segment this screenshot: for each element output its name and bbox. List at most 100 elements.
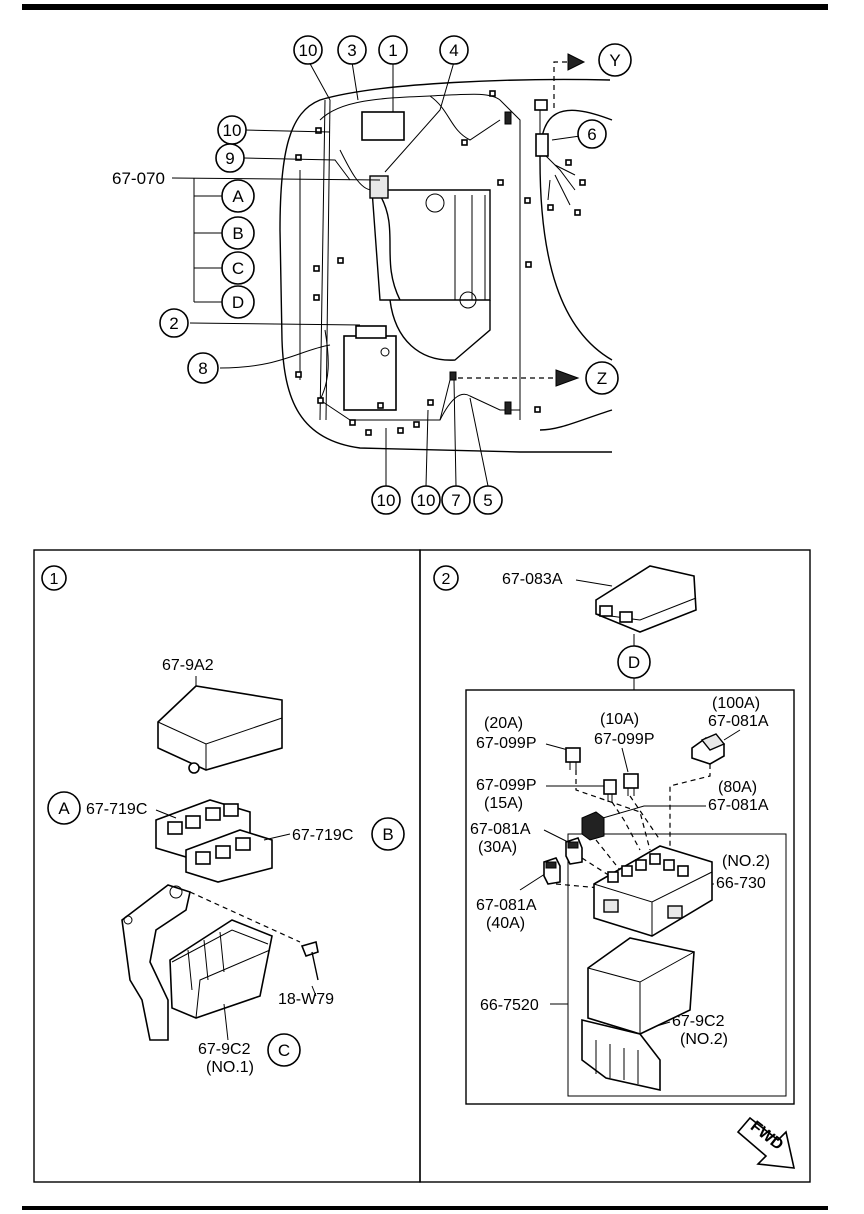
bracket-no2-part-label: 67-9C2 (672, 1013, 725, 1030)
svg-text:10: 10 (417, 491, 436, 510)
fuse-15a (603, 779, 617, 802)
svg-text:8: 8 (198, 359, 207, 378)
callout-5: 5 (473, 485, 503, 515)
fuse-30a-rating: (30A) (478, 839, 517, 856)
svg-text:6: 6 (587, 125, 596, 144)
fuse-100a-rating: (100A) (712, 695, 760, 712)
cover-part-label: 67-9A2 (162, 657, 214, 674)
callout-2: 2 (159, 308, 189, 338)
detail-d-frame (465, 689, 795, 1105)
svg-text:C: C (278, 1041, 290, 1060)
fuse-40a-part-label: 67-081A (476, 897, 537, 914)
svg-text:3: 3 (347, 41, 356, 60)
relay-box-cover (157, 685, 283, 774)
arrow-label-z: Z (585, 361, 619, 395)
connector-letter-a: A (221, 179, 255, 213)
relay-block-a-part-label: 67-719C (86, 801, 147, 818)
engine-bay-illustration (279, 78, 613, 453)
letter-a-panel1: A (47, 791, 81, 825)
fuse-80a-rating: (80A) (718, 779, 757, 796)
fuse-20a (565, 747, 581, 770)
top-rule (22, 4, 828, 10)
svg-text:A: A (58, 799, 70, 818)
fuse-80a (581, 811, 605, 841)
callout-3: 3 (337, 35, 367, 65)
callout-7: 7 (441, 485, 471, 515)
detail-letter-d: D (617, 645, 651, 679)
fuse-30a-part-label: 67-081A (470, 821, 531, 838)
callout-8: 8 (187, 352, 219, 384)
callout-6: 6 (577, 119, 607, 149)
letter-c-panel1: C (267, 1033, 301, 1067)
svg-text:10: 10 (299, 41, 318, 60)
fuse-40a-rating: (40A) (486, 915, 525, 932)
main-fuse-box (593, 845, 713, 937)
svg-text:C: C (232, 259, 244, 278)
fuse-40a (543, 857, 561, 885)
fuse-10a-part-label: 67-099P (594, 731, 655, 748)
main-harness-part-number: 67-070 (112, 169, 165, 188)
callout-10-c: 10 (371, 485, 401, 515)
fuse-10a (623, 773, 639, 796)
fuse-15a-part-label: 67-099P (476, 777, 537, 794)
main-cover-part-label: 67-083A (502, 571, 563, 588)
callout-1: 1 (378, 35, 408, 65)
svg-text:B: B (232, 224, 243, 243)
fuse-10a-rating: (10A) (600, 711, 639, 728)
fuse-100a-part-label: 67-081A (708, 713, 769, 730)
bottom-rule (22, 1206, 828, 1210)
svg-text:A: A (232, 187, 244, 206)
svg-text:D: D (232, 293, 244, 312)
bolt (300, 940, 319, 981)
relay-box-bracket-no2 (581, 937, 695, 1091)
assembly-inner-frame (567, 833, 787, 1097)
bracket-no1-note: (NO.1) (206, 1059, 254, 1076)
connector-letter-c: C (221, 251, 255, 285)
callout-4: 4 (439, 35, 469, 65)
svg-text:10: 10 (223, 121, 242, 140)
svg-text:B: B (382, 825, 393, 844)
svg-text:5: 5 (483, 491, 492, 510)
svg-text:10: 10 (377, 491, 396, 510)
svg-text:1: 1 (388, 41, 397, 60)
fuse-20a-part-label: 67-099P (476, 735, 537, 752)
callout-9: 9 (215, 143, 245, 173)
fuse-15a-rating: (15A) (484, 795, 523, 812)
fuse-80a-part-label: 67-081A (708, 797, 769, 814)
panel-2-frame (419, 549, 811, 1183)
main-box-part-label: 66-730 (716, 875, 766, 892)
relay-block-b (185, 829, 273, 883)
fuse-100a (691, 733, 726, 765)
callout-10-a: 10 (293, 35, 323, 65)
top-leader-lines (171, 53, 586, 487)
letter-b-panel1: B (371, 817, 405, 851)
connector-letter-d: D (221, 285, 255, 319)
callout-10-d: 10 (411, 485, 441, 515)
bolt-part-label: 18-W79 (278, 991, 334, 1008)
svg-text:2: 2 (442, 571, 451, 588)
svg-text:D: D (628, 653, 640, 672)
main-fuse-box-cover (595, 565, 697, 633)
bracket-no1-part-label: 67-9C2 (198, 1041, 251, 1058)
callout-10-b: 10 (217, 115, 247, 145)
svg-text:Y: Y (609, 51, 620, 70)
bracket-no2-note: (NO.2) (680, 1031, 728, 1048)
relay-block-b-part-label: 67-719C (292, 827, 353, 844)
svg-text:4: 4 (449, 41, 458, 60)
relay-box-bracket-no1 (121, 884, 273, 1041)
fuse-30a (565, 837, 583, 865)
svg-text:7: 7 (451, 491, 460, 510)
svg-text:2: 2 (169, 314, 178, 333)
main-box-note: (NO.2) (722, 853, 770, 870)
panel-1-number: 1 (41, 565, 67, 591)
panel-2-number: 2 (433, 565, 459, 591)
svg-text:9: 9 (225, 149, 234, 168)
fwd-direction-arrow: FWD (736, 1116, 796, 1169)
svg-text:1: 1 (50, 571, 59, 588)
assembly-part-label: 66-7520 (480, 997, 539, 1014)
fuse-20a-rating: (20A) (484, 715, 523, 732)
arrow-label-y: Y (598, 43, 632, 77)
connector-letter-b: B (221, 216, 255, 250)
svg-text:Z: Z (597, 369, 607, 388)
